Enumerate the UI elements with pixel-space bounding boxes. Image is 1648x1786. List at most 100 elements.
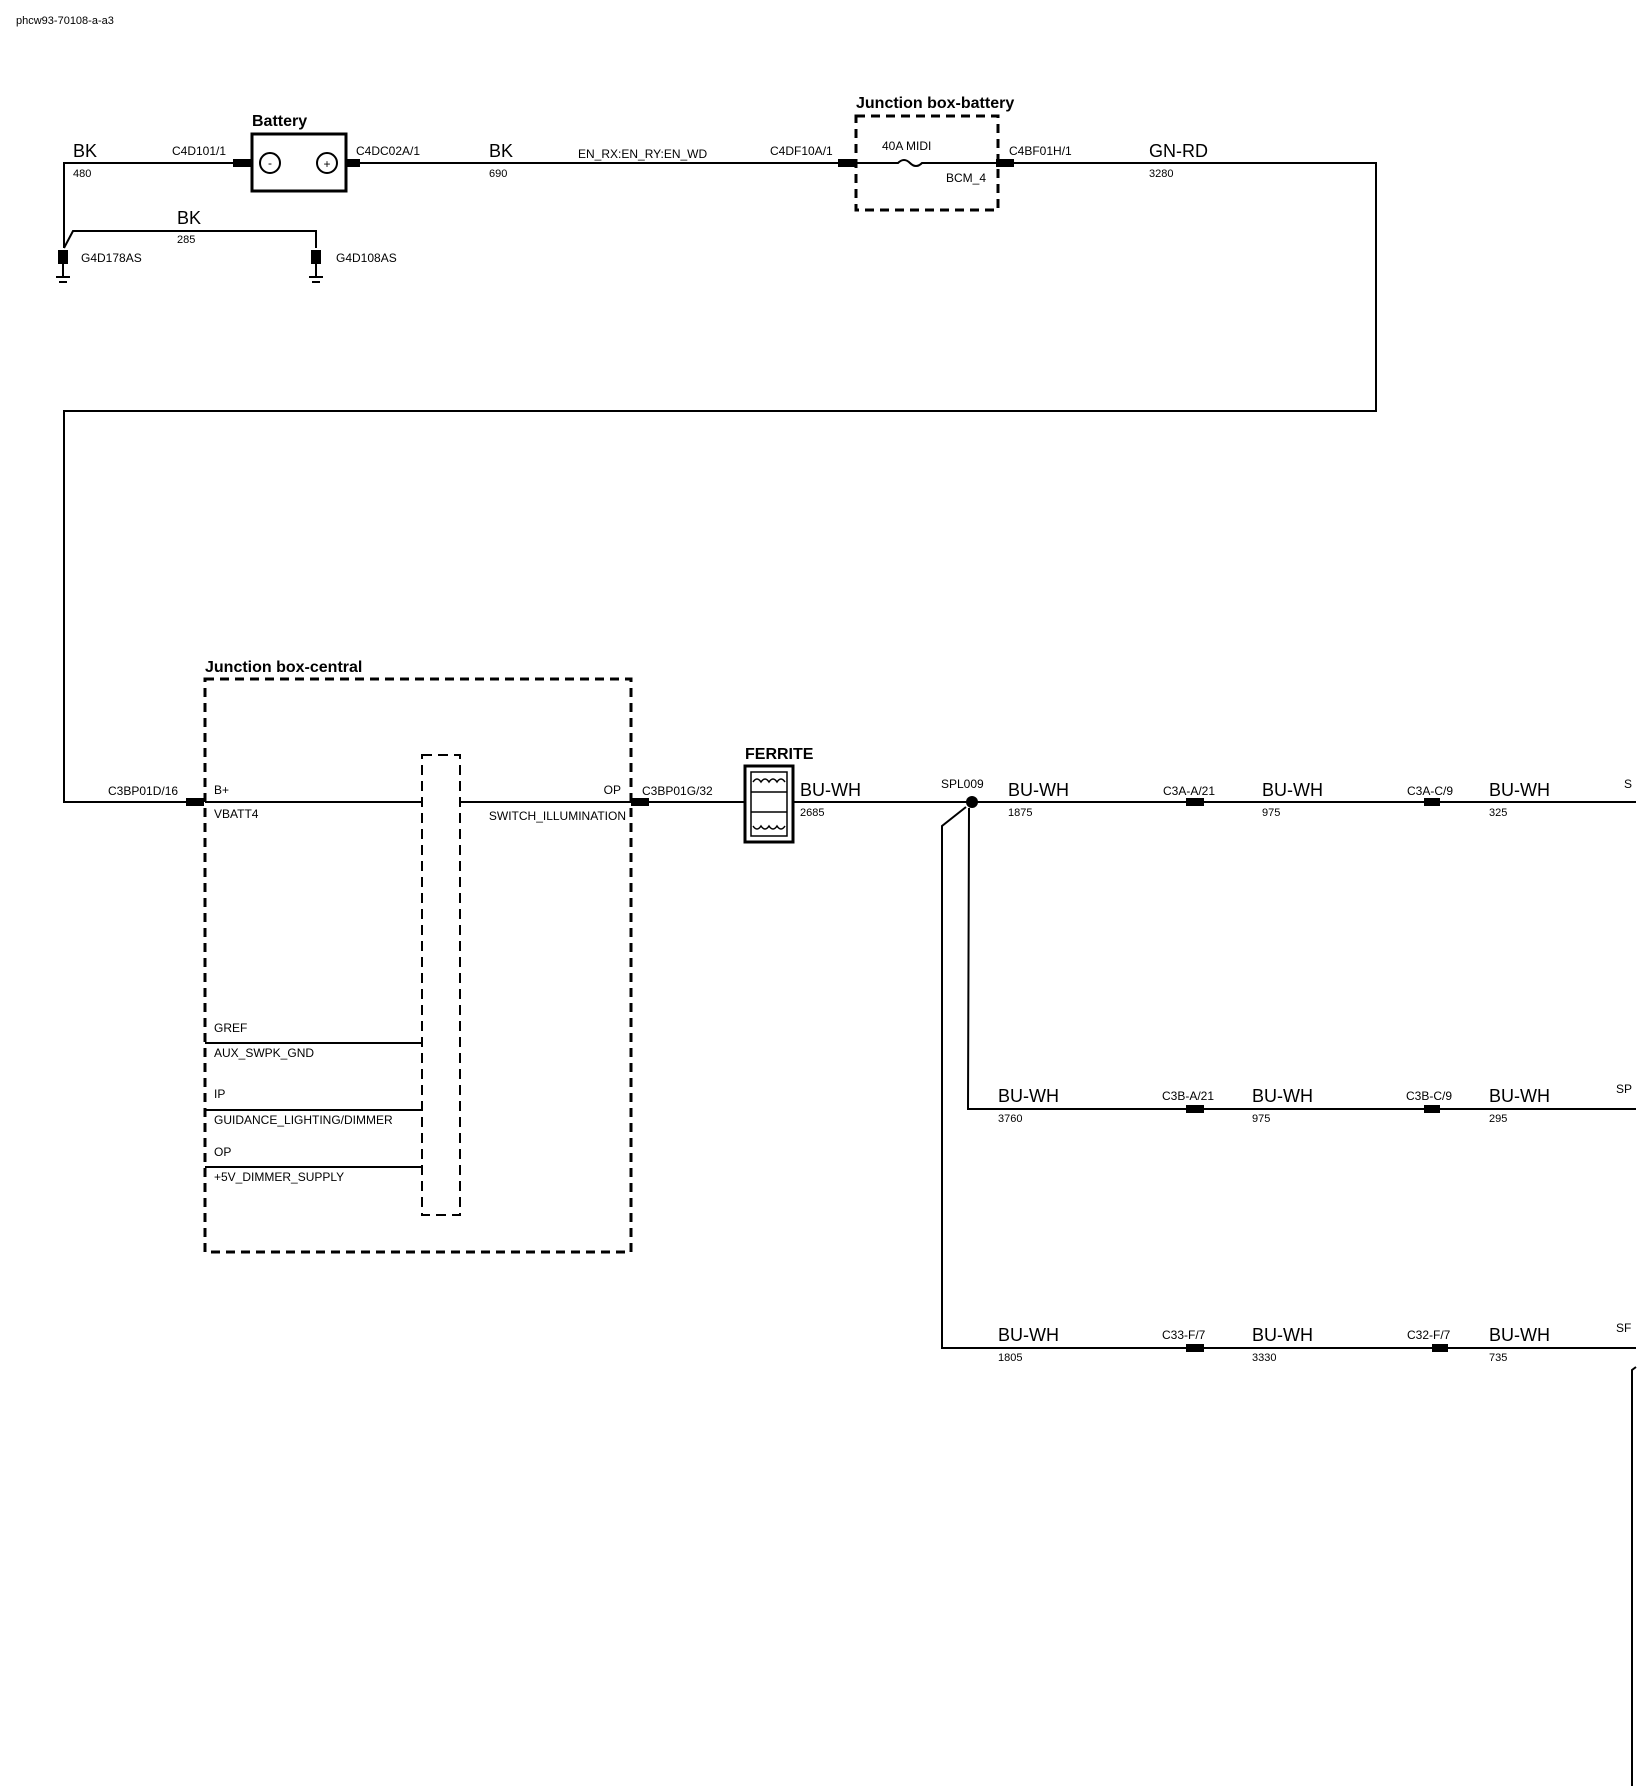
connector-c32-f: C32-F/7 [1407,1328,1451,1342]
connector-c3a-a: C3A-A/21 [1163,784,1215,798]
splice-branch-1805 [941,806,1636,1349]
wire-480-color: BK [73,141,97,161]
junction-box-central: Junction box-central C3BP01D/16 B+ VBATT… [108,659,713,1254]
wire-3280-length: 3280 [1149,168,1173,180]
splice-edge-label: SF [1616,1321,1631,1335]
pin-op: OP [604,783,621,797]
battery-minus-sign: - [268,156,272,170]
splice-label: SPL009 [941,777,984,791]
wire-975b-length: 975 [1252,1113,1270,1125]
pin-switch-illumination: SWITCH_ILLUMINATION [489,809,626,823]
wire-285-line [63,230,317,249]
pin-5v-dimmer-supply: +5V_DIMMER_SUPPLY [214,1170,344,1184]
wire-735-length: 735 [1489,1352,1507,1364]
connector-pin [631,798,649,806]
wire-735-color: BU-WH [1489,1325,1550,1345]
connector-pin [1424,798,1440,806]
row-2: BU-WH 3760 C3B-A/21 BU-WH 975 C3B-C/9 BU… [998,1082,1632,1125]
battery-plus-sign: + [323,157,330,171]
connector-pin [838,159,856,167]
wire-3330-length: 3330 [1252,1352,1276,1364]
pin-ip: IP [214,1087,225,1101]
connector-c3bp01g: C3BP01G/32 [642,784,713,798]
ground-terminal [311,250,321,264]
wire-2685-length: 2685 [800,807,824,819]
wire-2685: BU-WH 2685 [793,780,972,819]
connector-pin [1186,798,1204,806]
connector-pin [1186,1105,1204,1113]
row-3: BU-WH 1805 C33-F/7 BU-WH 3330 C32-F/7 BU… [998,1321,1631,1364]
fuse-label: 40A MIDI [882,139,931,153]
circuit-label: EN_RX:EN_RY:EN_WD [578,147,707,161]
pin-b-plus: B+ [214,783,229,797]
fuse-icon [856,159,998,167]
ground-terminal [58,250,68,264]
wire-1805-color: BU-WH [998,1325,1059,1345]
ground-label: G4D178AS [81,251,142,265]
splice-spl009: SPL009 [941,777,1637,1786]
ground-g4d178as: G4D178AS [56,250,142,283]
connector-pin [186,798,204,806]
wire-690-length: 690 [489,168,507,180]
jb-battery-title: Junction box-battery [856,95,1014,112]
wire-3330-color: BU-WH [1252,1325,1313,1345]
wire-295-length: 295 [1489,1113,1507,1125]
connector-c3bp01d: C3BP01D/16 [108,784,178,798]
wire-3760-length: 3760 [998,1113,1022,1125]
battery-title: Battery [252,113,307,130]
pin-aux-swpk-gnd: AUX_SWPK_GND [214,1046,314,1060]
battery-positive-terminal [316,152,338,174]
ferrite: FERRITE [649,746,814,844]
wire-325-color: BU-WH [1489,780,1550,800]
wire-2685-color: BU-WH [800,780,861,800]
ferrite-title: FERRITE [745,746,814,763]
connector-c3a-c: C3A-C/9 [1407,784,1453,798]
connector-c3b-a: C3B-A/21 [1162,1089,1214,1103]
wire-3280-color: GN-RD [1149,141,1208,161]
wire-1875-length: 1875 [1008,807,1032,819]
battery-negative-terminal [259,152,281,174]
wire-1805-length: 1805 [998,1352,1022,1364]
ferrite-body [743,764,795,844]
connector-pin [1432,1344,1448,1352]
wire-690: BK 690 EN_RX:EN_RY:EN_WD C4DF10A/1 [360,141,856,180]
connector-pin [996,159,1014,167]
wire-1875-color: BU-WH [1008,780,1069,800]
wire-3760-color: BU-WH [998,1086,1059,1106]
ground-g4d108as: G4D108AS [309,250,397,283]
wire-975a-length: 975 [1262,807,1280,819]
wire-285-color: BK [177,208,201,228]
wire-295-color: BU-WH [1489,1086,1550,1106]
junction-box-battery: Junction box-battery 40A MIDI BCM_4 C4BF… [854,95,1072,212]
pin-vbatt4: VBATT4 [214,807,259,821]
wire-690-color: BK [489,141,513,161]
wire-325-length: 325 [1489,807,1507,819]
wire-975b-color: BU-WH [1252,1086,1313,1106]
ferrite-coil [752,778,786,784]
splice-edge-label: SP [1616,1082,1632,1096]
connector-pin [1186,1344,1204,1352]
jb-central-outline [203,677,633,1254]
connector-c3b-c: C3B-C/9 [1406,1089,1452,1103]
connector-c4bf01h: C4BF01H/1 [1009,144,1072,158]
ground-label: G4D108AS [336,251,397,265]
pin-gref: GREF [214,1021,247,1035]
jb-central-title: Junction box-central [205,659,362,676]
wire-285-length: 285 [177,234,195,246]
wire-480: BK 480 [63,141,242,248]
row-1: BU-WH 1875 C3A-A/21 BU-WH 975 C3A-C/9 BU… [972,777,1636,819]
connector-c33-f: C33-F/7 [1162,1328,1206,1342]
connector-pin [233,159,251,167]
wire-3280: GN-RD 3280 [63,141,1377,803]
wire-3280-line [63,162,1377,803]
pin-op-2: OP [214,1145,231,1159]
document-id: phcw93-70108-a-a3 [16,15,114,27]
connector-c4d101: C4D101/1 [172,144,226,158]
connector-pin [346,159,360,167]
battery-body [250,132,348,193]
jb-central-internal-module [421,754,461,1216]
jb-battery-pin: BCM_4 [946,171,986,185]
splice-branch-3760 [966,807,1636,1110]
ferrite-core [750,771,788,837]
